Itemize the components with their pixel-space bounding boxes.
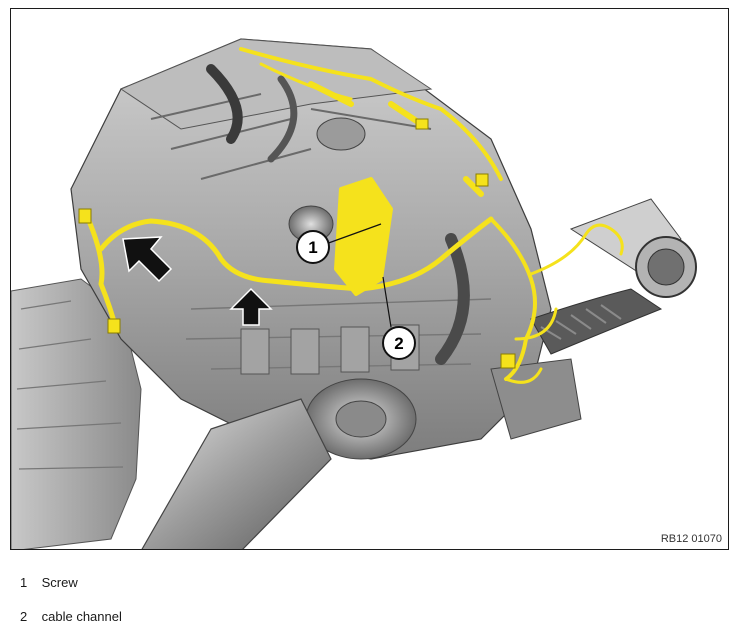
svg-text:1: 1 [308,238,317,257]
legend-item-number: 2 [20,609,28,624]
figure-reference-code: RB12 01070 [660,533,722,545]
arrow-marker-up [229,287,273,326]
callout-1: 1 [296,230,330,264]
callout-2-leader [382,276,392,328]
intake-hose [530,288,663,355]
callout-1-leader [322,223,382,246]
legend-item: 1 Screw [20,572,122,594]
wiring-harness [83,47,624,384]
legend-item-number: 1 [20,575,28,590]
legend-item: 2 cable channel [20,606,122,628]
legend-item-label: Screw [41,575,78,590]
engine-illustration: 1 2 RB12 01070 [10,8,729,550]
svg-text:2: 2 [394,334,403,353]
arrow-marker-left [122,236,173,283]
engine-drawing: 1 2 [11,38,697,549]
legend: 1 Screw 2 cable channel [20,572,122,640]
gearbox-housing [11,278,142,549]
callout-2: 2 [382,326,416,360]
exhaust-pipe [141,398,332,549]
legend-item-label: cable channel [41,609,122,624]
